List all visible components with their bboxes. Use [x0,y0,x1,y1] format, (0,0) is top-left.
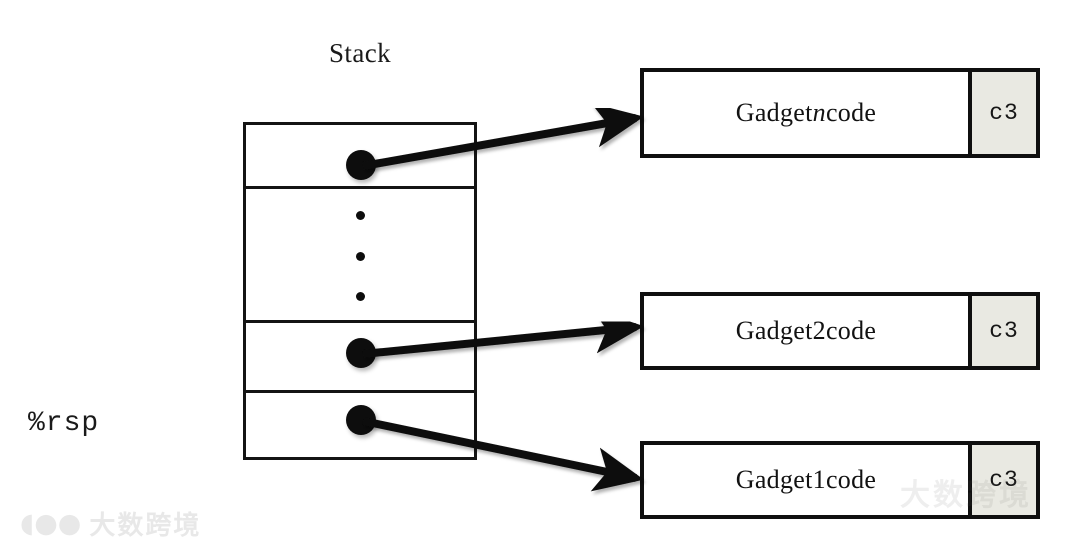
stack-title: Stack [329,38,391,68]
gadget-1-code-prefix: Gadget [735,465,813,494]
gadget-2-ret-byte: c3 [968,296,1036,366]
stack-pointer-dot-gadget-1 [346,405,376,435]
stack-pointer-label: %rsp [28,408,100,439]
gadget-box-1: Gadget 1 code c3 [640,441,1040,519]
stack-pointer-dot-gadget-2 [346,338,376,368]
gadget-1-code-var: 1 [812,465,826,494]
stack-cell-divider-1 [243,186,477,189]
gadget-2-code-prefix: Gadget [735,316,813,345]
gadget-1-ret-byte: c3 [968,445,1036,515]
gadget-n-code-label: Gadget n code [644,72,968,154]
gadget-n-code-suffix: code [825,98,877,127]
gadget-2-code-suffix: code [825,316,877,345]
gadget-box-n: Gadget n code c3 [640,68,1040,158]
gadget-2-code-var: 2 [812,316,826,345]
watermark-logo-icon: ◖●● [20,508,82,539]
gadget-1-code-suffix: code [825,465,877,494]
watermark-bottom-right: 大数跨境 [900,478,1032,513]
vertical-ellipsis-dot-3 [356,292,365,301]
gadget-2-code-label: Gadget 2 code [644,296,968,366]
gadget-n-code-var: n [812,98,826,127]
gadget-n-ret-byte: c3 [968,72,1036,154]
watermark-left-text: 大数跨境 [89,511,202,541]
stack-cell-divider-3 [243,390,477,393]
gadget-box-2: Gadget 2 code c3 [640,292,1040,370]
vertical-ellipsis-dot-1 [356,211,365,220]
vertical-ellipsis-dot-2 [356,252,365,261]
gadget-1-code-label: Gadget 1 code [644,445,968,515]
stack-cell-divider-2 [243,320,477,323]
gadget-n-code-prefix: Gadget [735,98,813,127]
watermark-bottom-left: ◖●● 大数跨境 [20,505,201,542]
stack-pointer-dot-gadget-n [346,150,376,180]
